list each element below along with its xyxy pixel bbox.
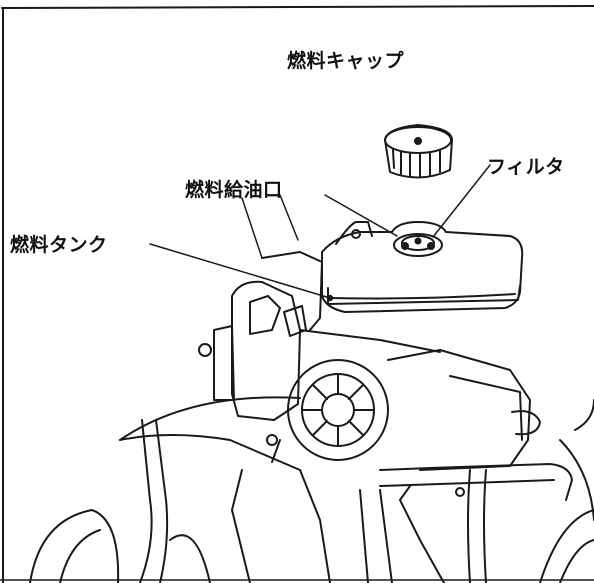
fuel-tank-label: 燃料タンク [10,234,108,256]
fuel-cap-drawing [384,124,453,179]
fuel-cap-label: 燃料キャップ [287,50,405,72]
fuel-filler-port-label: 燃料給油口 [185,179,283,201]
tines-drawing [29,399,594,583]
leader-lines [149,164,491,302]
border [0,5,594,583]
fuel-tank-drawing [321,221,524,313]
filter-label: フィルタ [487,156,565,178]
engine-block-drawing [198,251,541,471]
frame-drawing [119,396,573,583]
